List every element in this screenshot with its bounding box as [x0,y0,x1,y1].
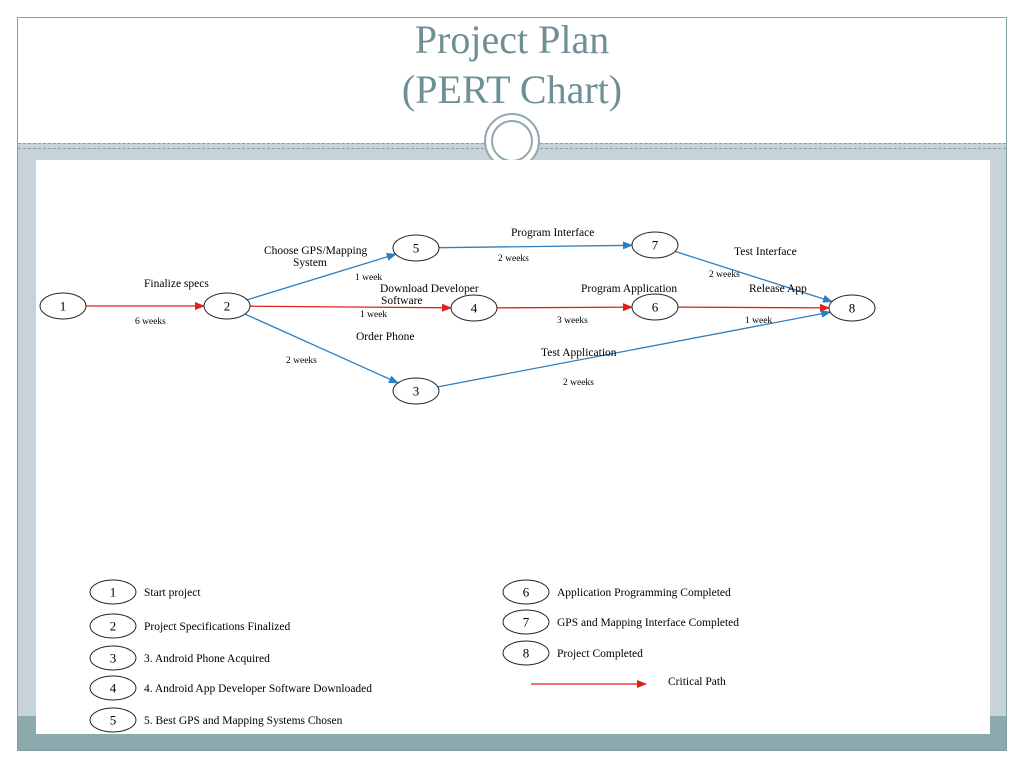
node-2: 2 [203,292,251,320]
title-divider-left [18,143,484,144]
duration-label-5-7: 2 weeks [498,254,529,264]
legend-item-7: 7 GPS and Mapping Interface Completed [502,609,739,635]
node-8-label: 8 [849,301,856,316]
node-5-shape [392,234,440,262]
duration-label-7-8: 2 weeks [709,270,740,280]
task-label-6-8: Release App [749,283,807,295]
task-label-5-7: Program Interface [511,227,594,239]
slide-title-line-2: (PERT Chart) [401,67,623,112]
edges-layer [86,241,833,388]
node-4-label: 4 [471,301,478,316]
title-divider-right-lower [540,148,1006,149]
duration-label-2-5: 1 week [355,273,382,283]
task-label-2-3: Order Phone [356,331,414,343]
legend-item-4: 4 4. Android App Developer Software Downl… [89,675,372,701]
node-3-label: 3 [413,384,420,399]
legend-node-2-shape [89,613,137,639]
task-label-3-8: Test Application [541,347,617,359]
task-label-4-6: Program Application [581,283,677,295]
node-1-shape [39,292,87,320]
legend-text-6: Application Programming Completed [557,587,731,599]
node-8: 8 [828,294,876,322]
node-6: 6 [631,293,679,321]
legend-node-5-shape [89,707,137,733]
duration-label-3-8: 2 weeks [563,378,594,388]
node-2-shape [203,292,251,320]
legend-node-2-label: 2 [110,619,117,634]
legend-text-8: Project Completed [557,648,643,660]
legend-text-1: Start project [144,587,201,599]
legend-node-1-shape [89,579,137,605]
legend-node-4-shape [89,675,137,701]
edge-4-6-critical [496,303,634,312]
legend-node-7-shape [502,609,550,635]
legend-node-3-label: 3 [110,651,117,666]
node-5-label: 5 [413,241,420,256]
duration-label-6-8: 1 week [745,316,772,326]
node-3-shape [392,377,440,405]
nodes-layer: 1 2 3 4 5 6 7 8 [39,231,876,405]
legend-node-6-shape [502,579,550,605]
duration-label-4-6: 3 weeks [557,316,588,326]
legend-item-5: 5 5. Best GPS and Mapping Systems Chosen [89,707,343,733]
legend-node-7-label: 7 [523,615,530,630]
task-label-2-4-line-2: Software [381,295,423,307]
task-label-7-8: Test Interface [734,246,797,258]
legend-node-1-label: 1 [110,585,117,600]
node-8-shape [828,294,876,322]
node-1-label: 1 [60,299,67,314]
node-6-shape [631,293,679,321]
circle-ornament-inner [491,120,533,162]
title-divider-left-lower [18,148,484,149]
duration-label-2-4: 1 week [360,310,387,320]
legend-node-3-shape [89,645,137,671]
title-divider-right [540,143,1006,144]
legend-text-3: 3. Android Phone Acquired [144,653,270,665]
legend-node-5-label: 5 [110,713,117,728]
legend-node-4-label: 4 [110,681,117,696]
legend-node-6-label: 6 [523,585,530,600]
node-4-shape [450,294,498,322]
edge-2-3 [244,313,399,384]
legend-critical-path-label: Critical Path [668,676,726,688]
task-label-2-5-line-2: System [293,257,327,269]
node-4: 4 [450,294,498,322]
legend-item-8: 8 Project Completed [502,640,643,666]
task-label-1-2: Finalize specs [144,278,209,290]
legend-item-6: 6 Application Programming Completed [502,579,731,605]
edge-7-8 [674,250,833,303]
edge-2-5 [247,253,397,301]
node-7-shape [631,231,679,259]
legend-text-2: Project Specifications Finalized [144,621,291,633]
node-7-label: 7 [652,238,659,253]
slide-title-line-1: Project Plan [414,17,610,62]
legend-node-8-label: 8 [523,646,530,661]
node-3: 3 [392,377,440,405]
pert-chart-diagram: 1 2 3 4 5 6 7 8 Finalize specs 6 weeks Choose GPS… [39,227,876,733]
node-7: 7 [631,231,679,259]
edge-3-8 [437,309,832,388]
legend-text-4: 4. Android App Developer Software Downlo… [144,683,372,695]
node-1: 1 [39,292,87,320]
legend: 1 Start project 2 Project Specifications Fi… [89,579,739,733]
legend-item-2: 2 Project Specifications Finalized [89,613,291,639]
duration-label-1-2: 6 weeks [135,317,166,327]
node-5: 5 [392,234,440,262]
task-label-2-5-line-1: Choose GPS/Mapping [264,245,367,257]
node-6-label: 6 [652,300,659,315]
duration-label-2-3: 2 weeks [286,356,317,366]
legend-critical-path: Critical Path [531,676,726,688]
legend-item-3: 3 3. Android Phone Acquired [89,645,270,671]
legend-node-8-shape [502,640,550,666]
legend-text-5: 5. Best GPS and Mapping Systems Chosen [144,715,343,727]
node-2-label: 2 [224,299,231,314]
edge-2-4-critical [249,303,453,312]
edge-5-7 [438,241,634,250]
legend-text-7: GPS and Mapping Interface Completed [557,617,739,629]
edge-6-8-critical [677,303,831,312]
legend-item-1: 1 Start project [89,579,201,605]
pert-chart-panel: 1 2 3 4 5 6 7 8 Finalize specs 6 weeks Choose GPS… [36,160,990,734]
task-label-2-4-line-1: Download Developer [380,283,479,295]
